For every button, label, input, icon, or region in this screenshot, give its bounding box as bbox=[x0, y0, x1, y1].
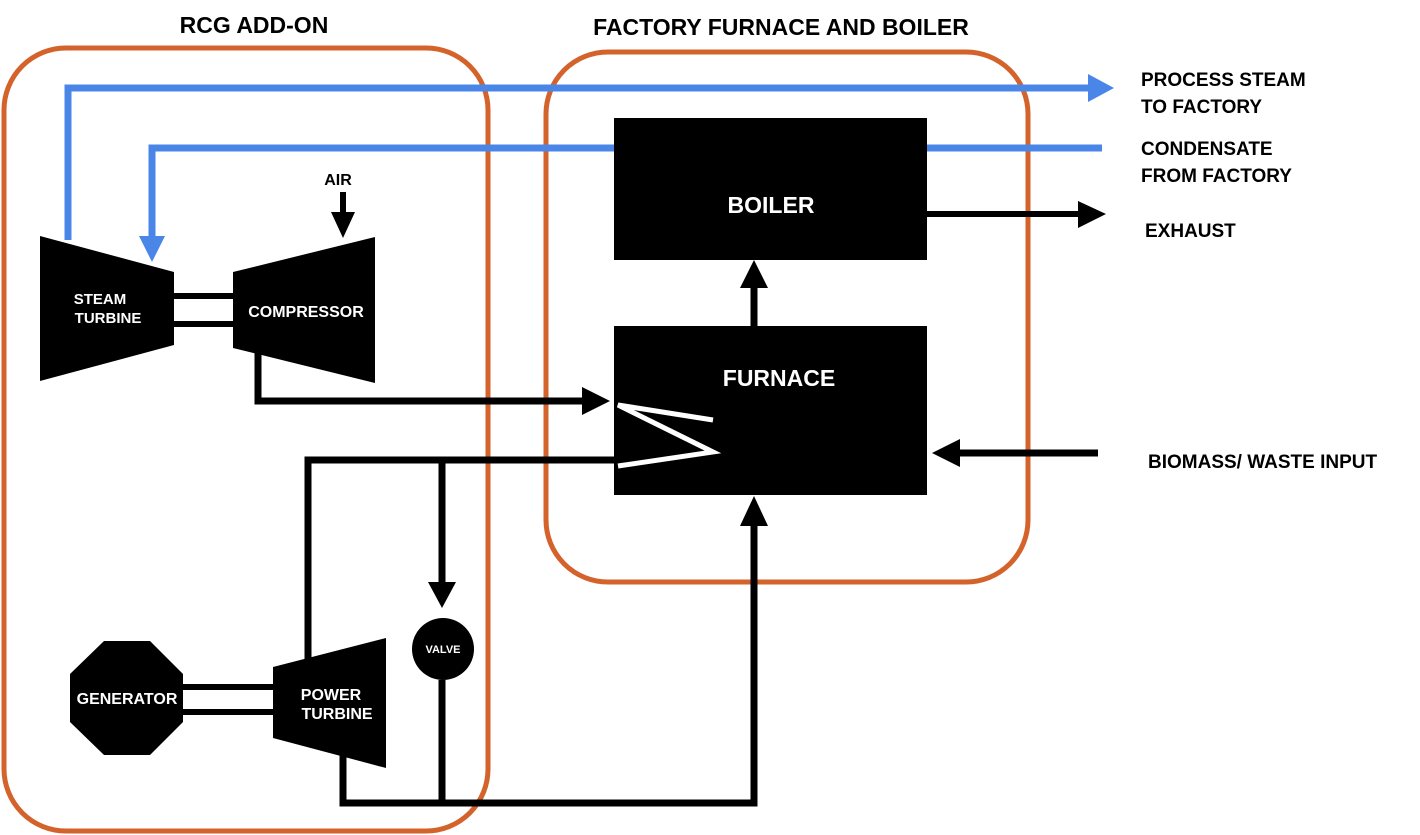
air-input-arrow bbox=[331, 192, 355, 238]
exhaust-label: EXHAUST bbox=[1145, 221, 1236, 242]
power-turbine-label-line2: TURBINE bbox=[301, 706, 372, 723]
biomass-label: BIOMASS/ WASTE INPUT bbox=[1148, 452, 1377, 473]
boiler-box bbox=[614, 118, 927, 260]
compressed-air-line bbox=[254, 350, 610, 415]
generator-shape bbox=[70, 641, 183, 755]
valve-label: VALVE bbox=[425, 644, 460, 656]
generator-label: GENERATOR bbox=[77, 691, 178, 708]
valve-circle bbox=[412, 618, 474, 680]
process-steam-label-line2: TO FACTORY bbox=[1141, 97, 1262, 118]
furnace-to-boiler-arrow bbox=[740, 260, 768, 326]
hot-air-line bbox=[304, 456, 614, 660]
condensate-label-line1: CONDENSATE bbox=[1141, 139, 1273, 160]
compressor-label: COMPRESSOR bbox=[248, 304, 364, 321]
steam-turbine-shape bbox=[40, 236, 174, 381]
power-turbine-exhaust-line bbox=[339, 524, 758, 807]
air-label: AIR bbox=[324, 172, 352, 189]
process-steam-label-line1: PROCESS STEAM bbox=[1141, 70, 1306, 91]
process-steam-line bbox=[64, 74, 1114, 240]
rcg-addon-group-border bbox=[1, 45, 491, 834]
steam-turbine-label-line1: STEAM bbox=[74, 291, 127, 308]
condensate-label-line2: FROM FACTORY bbox=[1141, 166, 1292, 187]
furnace-return-arrowhead bbox=[740, 496, 768, 526]
heat-exchanger-coil bbox=[616, 402, 722, 469]
power-turbine-label-line1: POWER bbox=[301, 687, 362, 704]
factory-group-border bbox=[543, 49, 1031, 585]
rcg-addon-title: RCG ADD-ON bbox=[180, 12, 329, 38]
exhaust-arrow bbox=[927, 201, 1106, 228]
valve-feed-arrow bbox=[428, 460, 456, 608]
power-turbine-shape bbox=[273, 638, 386, 768]
biomass-input-arrow bbox=[932, 439, 1098, 467]
furnace-label: FURNACE bbox=[723, 365, 835, 391]
boiler-label: BOILER bbox=[728, 192, 815, 218]
steam-turbine-label-line2: TURBINE bbox=[75, 310, 142, 327]
factory-title: FACTORY FURNACE AND BOILER bbox=[593, 14, 969, 40]
compressor-shape bbox=[233, 237, 375, 383]
